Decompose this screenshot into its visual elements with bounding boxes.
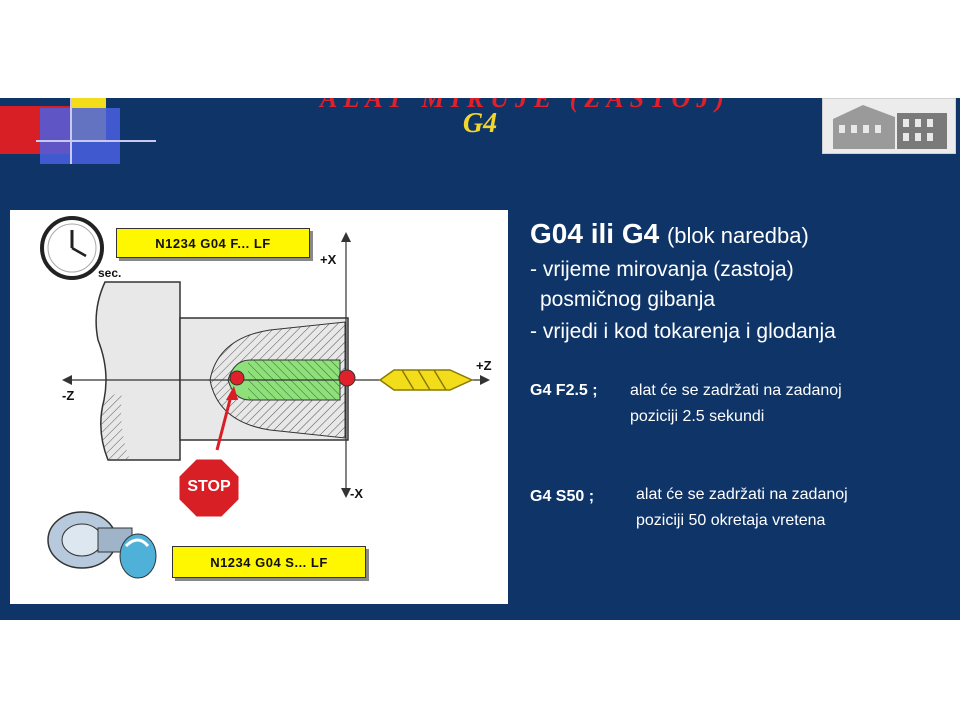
bullet-1: - vrijeme mirovanja (zastoja) [530, 258, 794, 281]
axis-label-minus-z: -Z [62, 388, 75, 403]
deco-line-h [36, 140, 156, 142]
axis-label-plus-x: +X [320, 252, 337, 267]
example-2-line2: poziciji 50 okretaja vretena [636, 512, 826, 529]
example-1-line2: poziciji 2.5 sekundi [630, 408, 765, 425]
example-1-code: G4 F2.5 ; [530, 382, 598, 399]
heading-code: G04 ili G4 [530, 218, 660, 249]
example-2-code: G4 S50 ; [530, 488, 595, 505]
slide-title-line1: ALAT MIRUJE (ZASTOJ) [320, 98, 730, 113]
deco-line-v [70, 98, 72, 164]
bullet-2: posmičnog gibanja [540, 288, 716, 311]
sec-label: sec. [98, 266, 122, 280]
slide: ALAT MIRUJE (ZASTOJ) G4 [0, 98, 960, 620]
stop-sign-icon [176, 456, 242, 520]
axis-label-minus-x: -X [350, 486, 363, 501]
bullet-3: - vrijedi i kod tokarenja i glodanja [530, 320, 836, 343]
building-photo [822, 98, 956, 154]
diagram-panel: N1234 G04 F... LF N1234 G04 S... LF sec.… [10, 210, 508, 604]
heading-note: (blok naredba) [666, 223, 809, 248]
drill-bit-icon [378, 369, 474, 391]
code-block-top: N1234 G04 F... LF [116, 228, 310, 258]
example-1-line1: alat će se zadržati na zadanoj [630, 382, 842, 399]
heading: G04 ili G4 (blok naredba) [530, 218, 809, 250]
chuck-icon [47, 511, 157, 579]
stop-label: STOP [187, 478, 231, 495]
example-2-line1: alat će se zadržati na zadanoj [636, 486, 848, 503]
deco-square-blue [40, 108, 120, 164]
clock-icon [40, 216, 104, 280]
code-block-bottom: N1234 G04 S... LF [172, 546, 366, 578]
slide-title-line2: G4 [462, 108, 498, 139]
axis-label-plus-z: +Z [476, 358, 492, 373]
